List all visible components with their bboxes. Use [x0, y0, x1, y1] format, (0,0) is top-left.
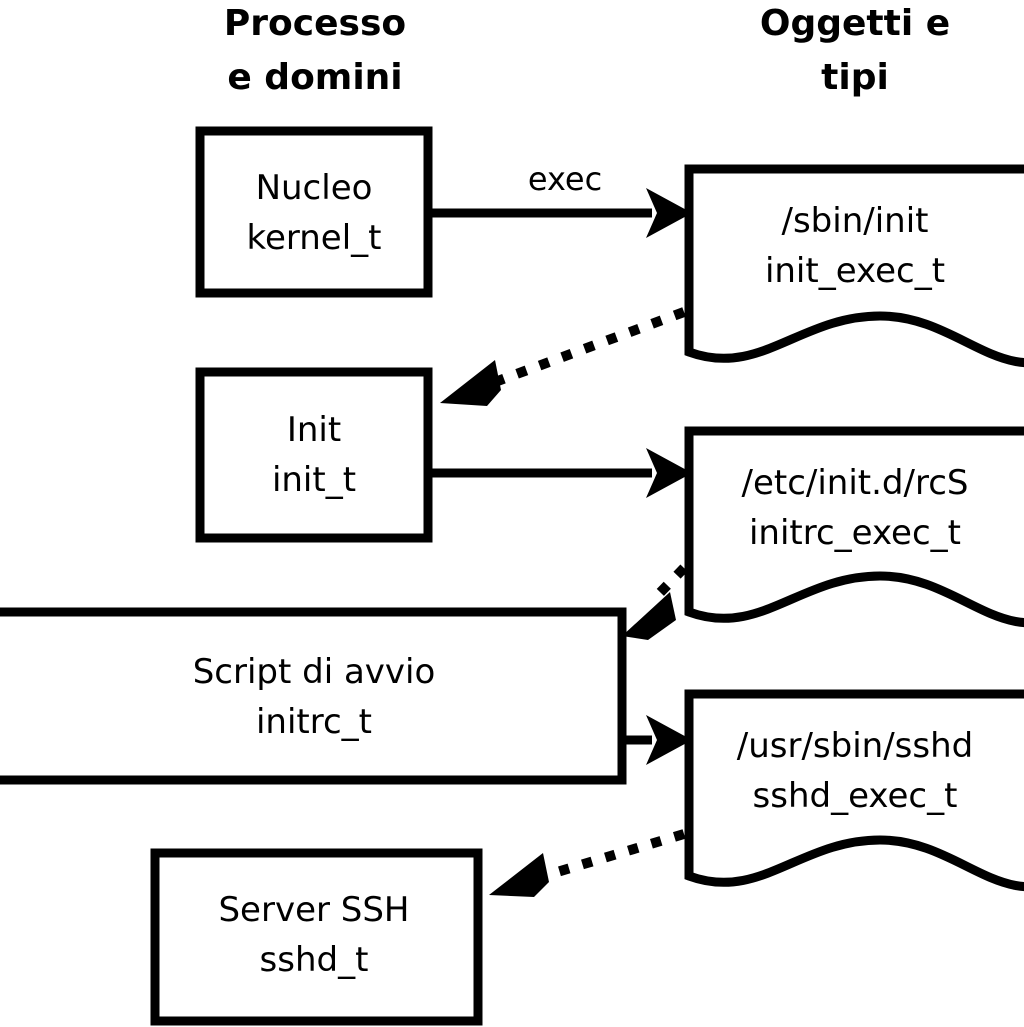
node-initrc[interactable]: Script di avvio initrc_t: [0, 607, 627, 785]
node-kernel-box[interactable]: [195, 126, 433, 298]
node-sshd-exec[interactable]: /usr/sbin/sshd sshd_exec_t: [684, 689, 1024, 891]
column-header-processes-line1: Processo: [224, 3, 406, 44]
node-initrc-line2: initrc_t: [256, 702, 372, 742]
node-sshd-exec-document[interactable]: [684, 689, 1024, 891]
column-header-processes: Processo e domini: [224, 3, 406, 98]
node-initrc-exec-line2: initrc_exec_t: [749, 513, 961, 553]
edge-initrc-exec-to-initrc-line: [648, 564, 688, 605]
node-init-line2: init_t: [272, 460, 356, 500]
node-sshd-exec-line2: sshd_exec_t: [753, 776, 958, 816]
node-sshd-line1: Server SSH: [218, 890, 409, 930]
edge-sshd-exec-to-sshd-arrowhead: [489, 853, 549, 897]
node-initrc-exec-line1: /etc/init.d/rcS: [742, 463, 969, 503]
node-init[interactable]: Init init_t: [195, 367, 433, 543]
edge-init-exec-initrc-exec: [432, 448, 692, 498]
column-header-objects-line2: tipi: [821, 57, 889, 98]
node-init-exec[interactable]: /sbin/init init_exec_t: [684, 164, 1024, 367]
node-init-exec-document[interactable]: [684, 164, 1024, 367]
node-sshd-exec-line1: /usr/sbin/sshd: [737, 726, 973, 766]
node-kernel[interactable]: Nucleo kernel_t: [195, 126, 433, 298]
edge-initrc-exec-to-initrc: [622, 564, 688, 640]
column-header-processes-line2: e domini: [227, 57, 402, 98]
edge-init-exec-to-init-arrowhead: [440, 360, 501, 406]
edge-kernel-exec-arrowhead: [646, 188, 692, 238]
column-header-objects-line1: Oggetti e: [760, 3, 950, 44]
node-initrc-line1: Script di avvio: [193, 652, 436, 692]
edge-kernel-exec-init-exec: exec: [432, 160, 692, 238]
column-header-objects: Oggetti e tipi: [760, 3, 950, 98]
node-sshd-box[interactable]: [150, 848, 483, 1026]
node-init-line1: Init: [287, 410, 341, 450]
edge-init-exec-to-init: [440, 307, 686, 406]
edge-sshd-exec-to-sshd-line: [535, 829, 686, 883]
node-initrc-box[interactable]: [0, 607, 627, 785]
node-kernel-line1: Nucleo: [256, 168, 373, 208]
edge-initrc-sshd-arrowhead: [646, 715, 692, 765]
node-init-exec-line2: init_exec_t: [765, 251, 945, 291]
edge-initrc-exec-sshd-exec: [626, 715, 692, 765]
node-initrc-exec-document[interactable]: [684, 426, 1024, 627]
node-initrc-exec[interactable]: /etc/init.d/rcS initrc_exec_t: [684, 426, 1024, 627]
node-sshd-line2: sshd_t: [260, 940, 369, 980]
edge-initrc-exec-to-initrc-arrowhead: [622, 592, 676, 640]
edge-init-initrc-arrowhead: [646, 448, 692, 498]
edge-init-exec-to-init-line: [485, 307, 686, 390]
node-kernel-line2: kernel_t: [246, 218, 381, 258]
node-init-exec-line1: /sbin/init: [782, 201, 929, 241]
edge-kernel-exec-label: exec: [528, 160, 602, 198]
node-init-box[interactable]: [195, 367, 433, 543]
edge-sshd-exec-to-sshd: [489, 829, 686, 897]
node-sshd[interactable]: Server SSH sshd_t: [150, 848, 483, 1026]
